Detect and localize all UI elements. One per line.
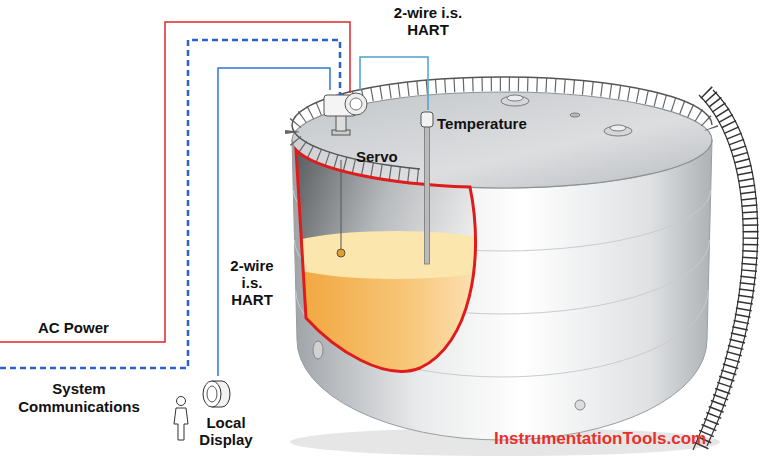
stair-rail [707, 90, 758, 446]
signal-wire [218, 68, 330, 376]
servo-displacer [337, 249, 345, 257]
temperature-probe [425, 126, 430, 264]
shell-nozzle [575, 400, 585, 410]
servo-stem [336, 114, 346, 131]
wire-label: AC Power [38, 319, 158, 337]
roof-hatch [501, 96, 529, 106]
local-display-face [203, 381, 221, 407]
local-display: Local Display [184, 376, 268, 454]
servo-drum [350, 98, 362, 110]
manhole [313, 341, 323, 359]
servo-gauge: Servo [318, 90, 402, 168]
signal-wire [360, 57, 428, 110]
roof-hatch [610, 125, 626, 131]
wire-label: 2-wire i.s. HART [392, 4, 464, 38]
local-display-face [207, 386, 217, 402]
person-icon [174, 408, 188, 440]
watermark: InstrumentationTools.com [494, 429, 766, 449]
roof-nozzle [570, 113, 580, 117]
cutaway-outline [296, 150, 476, 371]
roof-hatch [604, 126, 632, 136]
liquid-surface [270, 231, 520, 279]
temperature-head [421, 112, 433, 127]
ac-power-wire [0, 22, 350, 342]
servo-wire [341, 160, 342, 249]
wire-label: System Communications [4, 380, 154, 416]
servo-drum [345, 93, 367, 115]
node-label: Servo [356, 148, 402, 165]
wire-label: 2-wire i.s. HART [222, 257, 282, 308]
node-label: Local Display [184, 414, 268, 448]
system-communications-wire [0, 40, 340, 368]
person-icon [177, 397, 186, 406]
roof-hatch [507, 95, 523, 101]
temperature-sensor: Temperature [416, 110, 556, 136]
node-label: Temperature [437, 115, 555, 132]
